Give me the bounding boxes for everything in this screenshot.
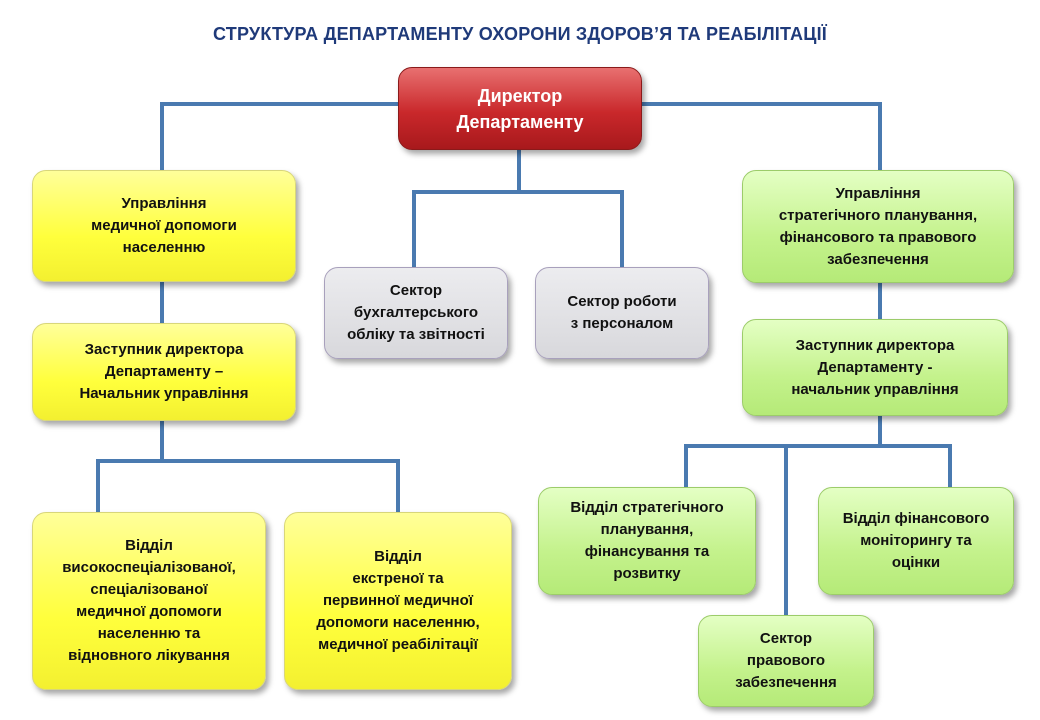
deputy-left-box: Заступник директора Департаменту – Начал… [32,323,296,421]
specialized-care-department-box: Відділ високоспеціалізованої, спеціалізо… [32,512,266,690]
personnel-sector-box: Сектор роботи з персоналом [535,267,709,359]
medical-management-box: Управління медичної допомоги населенню [32,170,296,282]
page-title: СТРУКТУРА ДЕПАРТАМЕНТУ ОХОРОНИ ЗДОРОВ’Я … [213,24,827,44]
financial-monitoring-department-box: Відділ фінансового моніторингу та оцінки [818,487,1014,595]
emergency-care-department-box: Відділ екстреної та первинної медичної д… [284,512,512,690]
director-box: Директор Департаменту [398,67,642,150]
strategic-planning-department-box: Відділ стратегічного планування, фінансу… [538,487,756,595]
deputy-right-box: Заступник директора Департаменту - начал… [742,319,1008,416]
accounting-sector-box: Сектор бухгалтерського обліку та звітнос… [324,267,508,359]
strategic-management-box: Управління стратегічного планування, фін… [742,170,1014,283]
legal-sector-box: Сектор правового забезпечення [698,615,874,707]
